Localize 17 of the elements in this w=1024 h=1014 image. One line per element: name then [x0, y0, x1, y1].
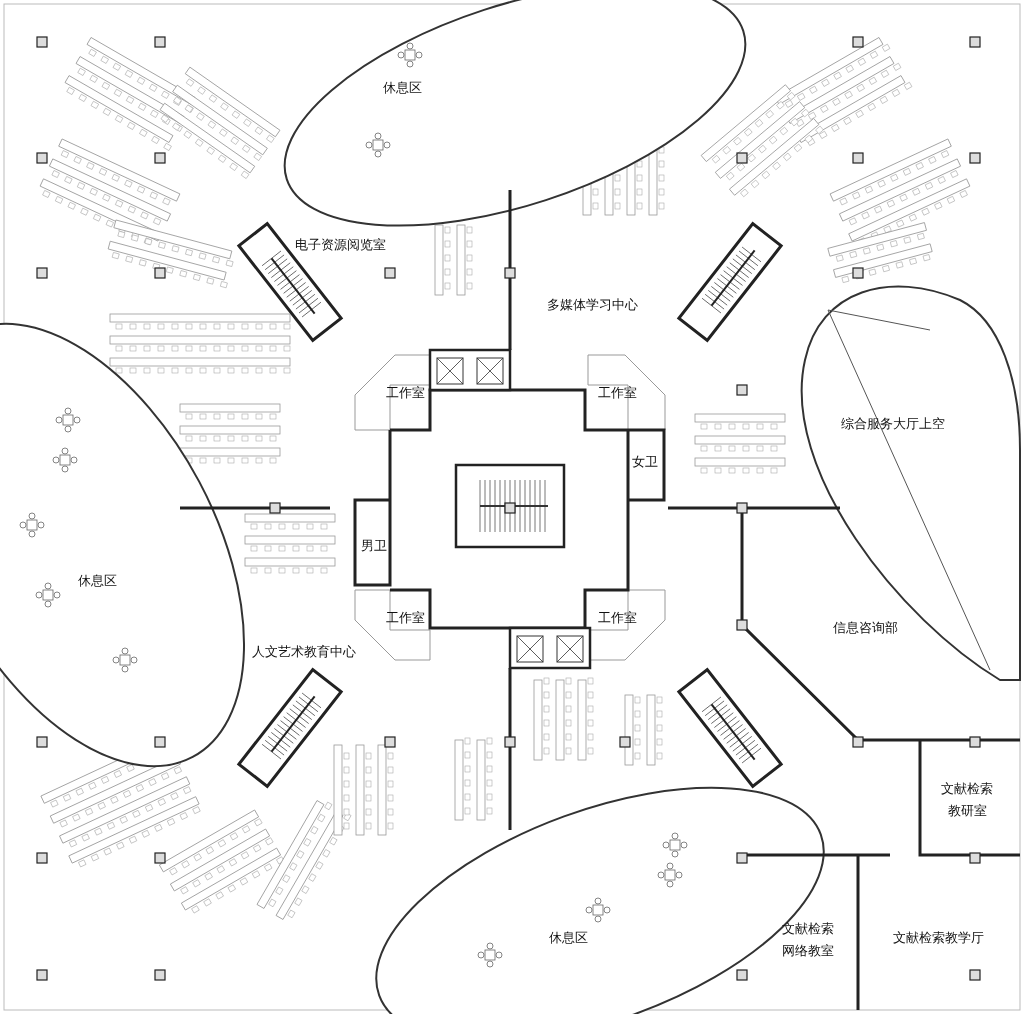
room-label: 文献检索教学厅	[892, 929, 984, 947]
room-label: 休息区	[548, 929, 588, 947]
room-label: 休息区	[382, 79, 422, 97]
room-label: 人文艺术教育中心	[252, 643, 356, 661]
room-label: 综合服务大厅上空	[841, 415, 945, 433]
room-label: 多媒体学习中心	[546, 296, 638, 314]
room-label: 工作室	[385, 609, 425, 627]
room-label: 工作室	[597, 384, 637, 402]
room-label: 男卫	[361, 537, 387, 555]
room-label: 工作室	[385, 384, 425, 402]
room-label: 女卫	[632, 453, 658, 471]
room-label: 休息区	[77, 572, 117, 590]
room-label: 电子资源阅览室	[294, 236, 386, 254]
room-label: 工作室	[597, 609, 637, 627]
room-label: 信息咨询部	[832, 619, 898, 637]
room-label: 文献检索网络教室	[781, 920, 835, 960]
room-label: 文献检索教研室	[940, 780, 994, 820]
